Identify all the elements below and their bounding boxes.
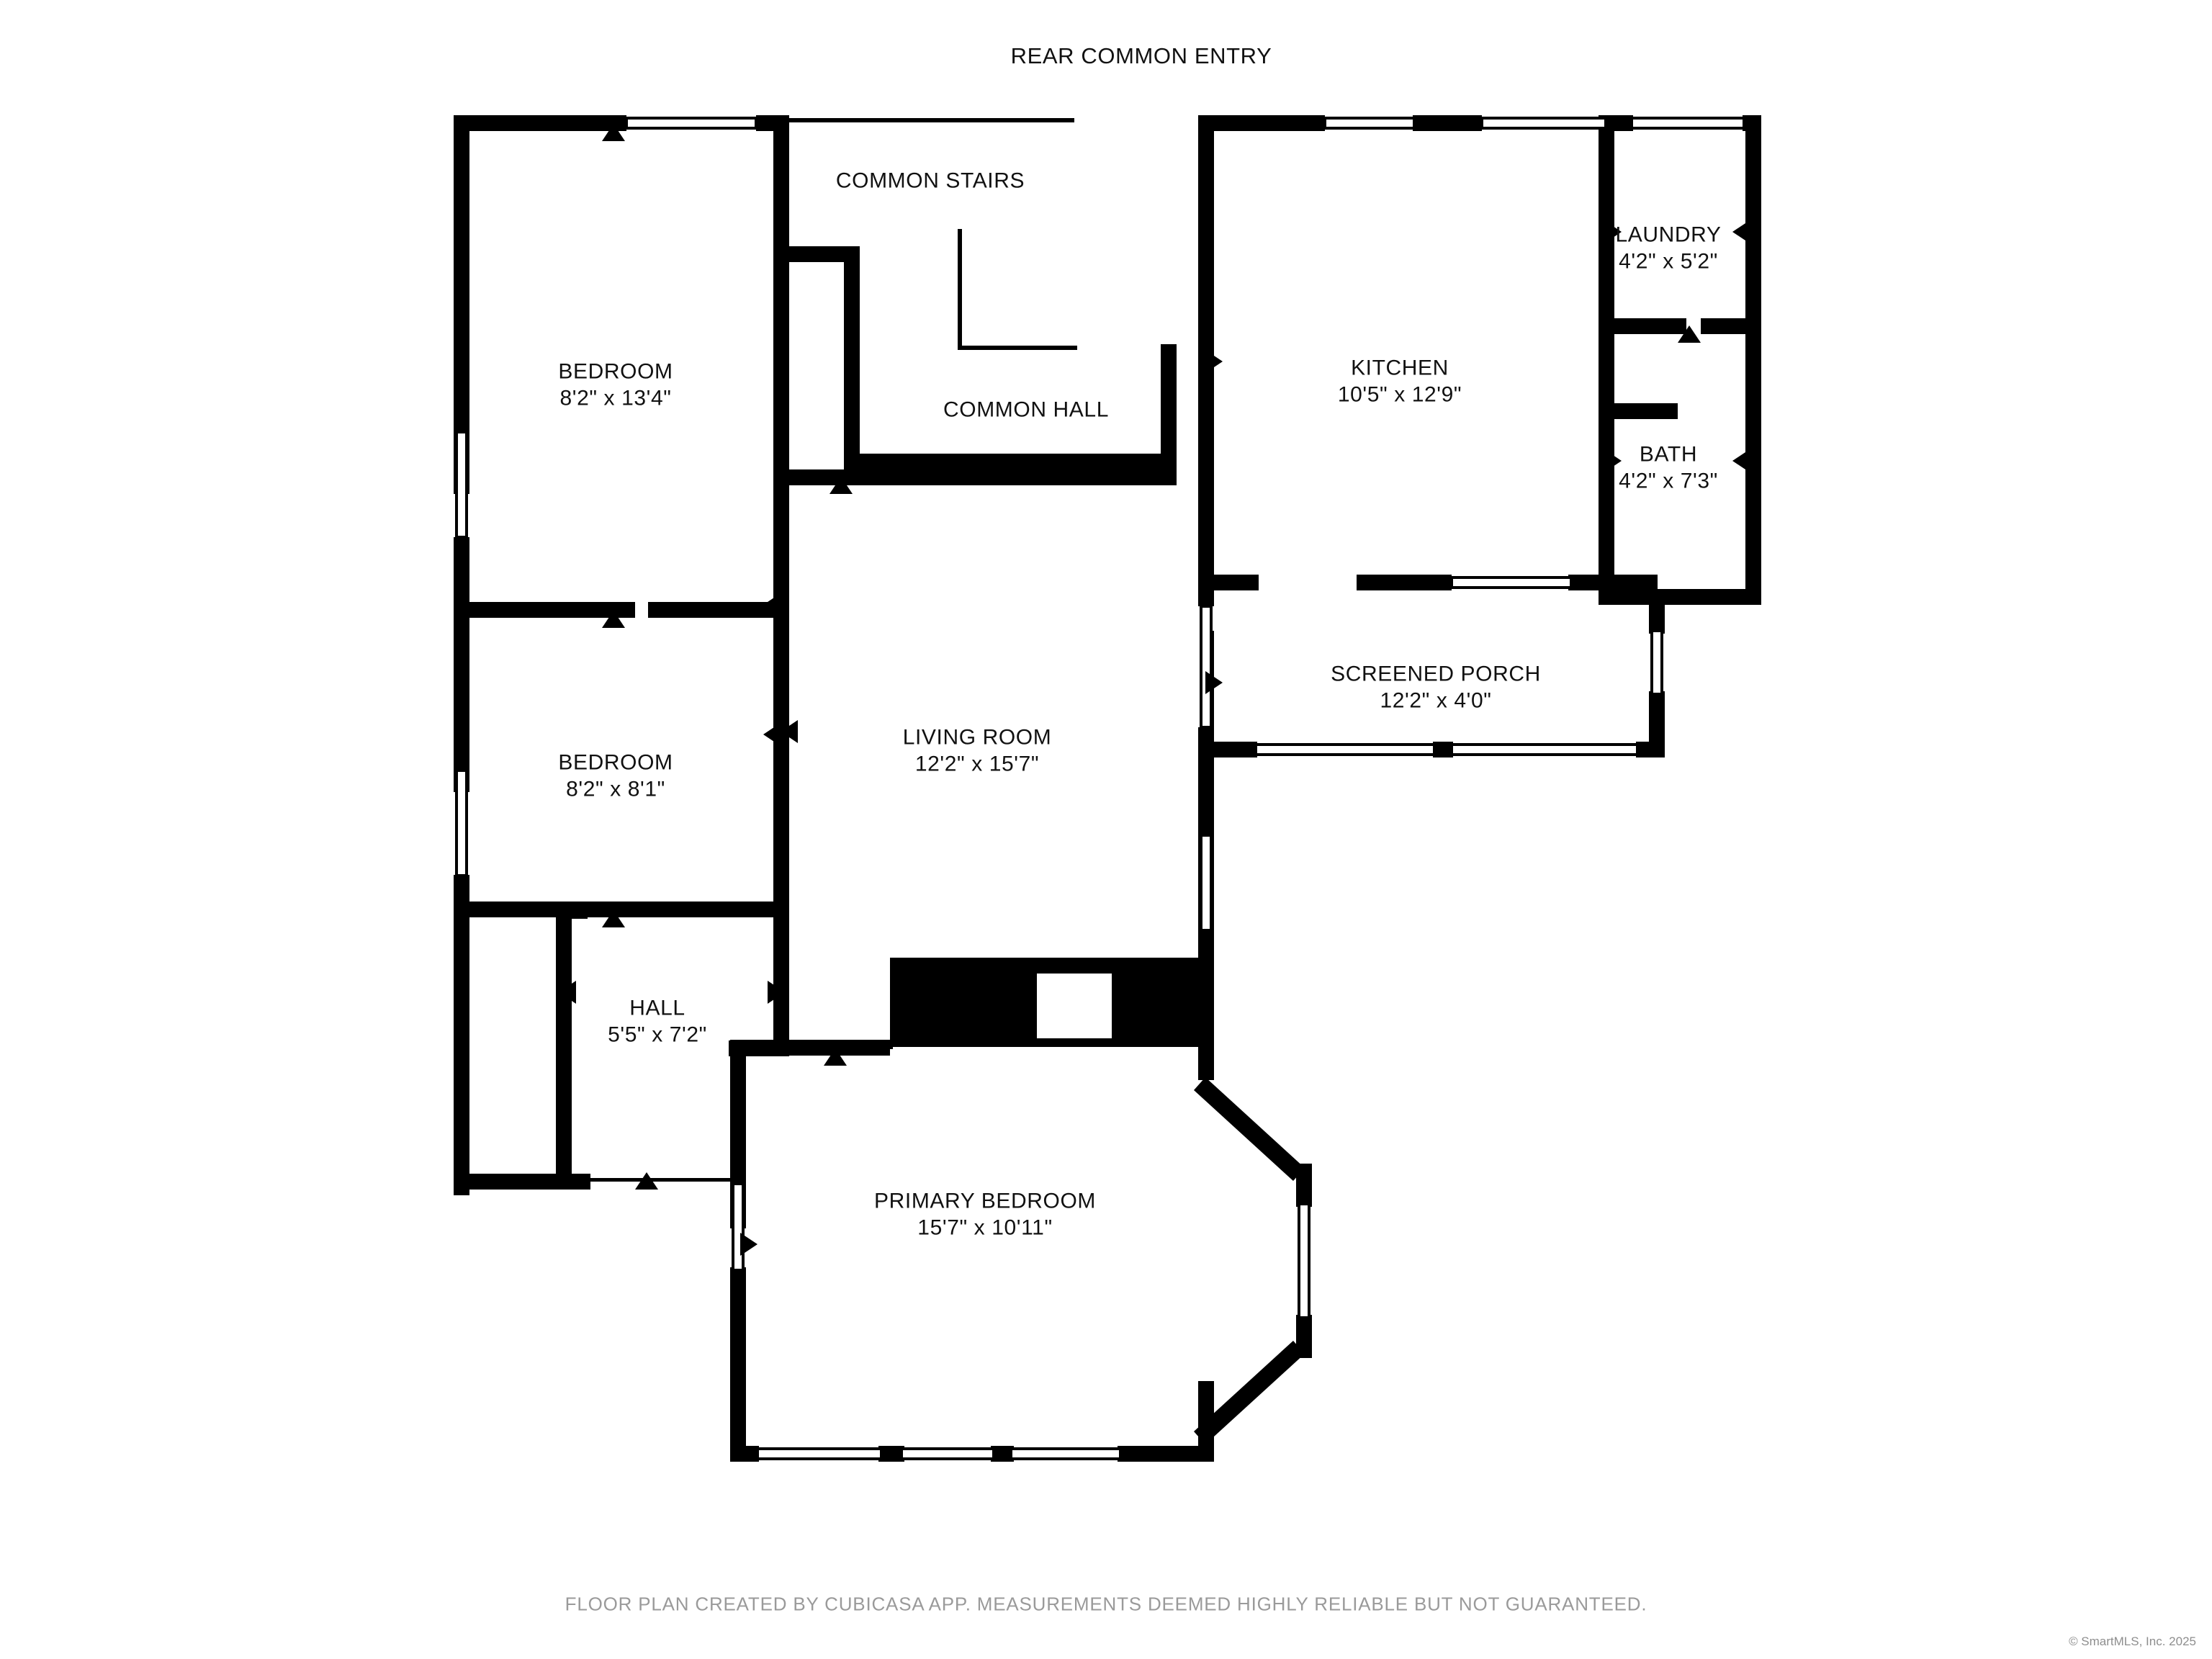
room-dims: 4'2" x 7'3": [1619, 469, 1718, 493]
room-name: LIVING ROOM: [902, 725, 1052, 750]
room-label-kitchen: KITCHEN 10'5" x 12'9": [1338, 355, 1462, 408]
room-dims: 15'7" x 10'11": [917, 1215, 1053, 1239]
room-name: KITCHEN: [1351, 356, 1449, 380]
room-label-hall: HALL 5'5" x 7'2": [608, 995, 707, 1048]
room-name: LAUNDRY: [1615, 222, 1722, 247]
room-name: HALL: [629, 996, 685, 1020]
room-dims: 10'5" x 12'9": [1337, 382, 1462, 406]
room-label-screened-porch: SCREENED PORCH 12'2" x 4'0": [1331, 661, 1541, 714]
room-label-common-hall: COMMON HALL: [943, 397, 1109, 424]
plan-title-text: REAR COMMON ENTRY: [1010, 43, 1272, 69]
room-label-bedroom-lower: BEDROOM 8'2" x 8'1": [558, 750, 673, 802]
room-label-common-stairs: COMMON STAIRS: [836, 168, 1025, 195]
copyright-text: © SmartMLS, Inc. 2025: [2069, 1635, 2196, 1648]
windows-and-openings-group: [455, 117, 1745, 1460]
room-label-bath: BATH 4'2" x 7'3": [1619, 441, 1718, 494]
room-dims: 8'2" x 8'1": [566, 777, 665, 801]
room-name: SCREENED PORCH: [1331, 662, 1541, 686]
room-name: COMMON STAIRS: [835, 168, 1025, 193]
room-label-primary-bedroom: PRIMARY BEDROOM 15'7" x 10'11": [874, 1188, 1096, 1241]
room-name: BATH: [1639, 442, 1698, 467]
room-name: PRIMARY BEDROOM: [874, 1189, 1096, 1213]
room-label-living-room: LIVING ROOM 12'2" x 15'7": [903, 724, 1052, 777]
room-name: COMMON HALL: [943, 397, 1109, 422]
room-label-laundry: LAUNDRY 4'2" x 5'2": [1615, 222, 1721, 274]
room-dims: 8'2" x 13'4": [559, 386, 672, 410]
room-dims: 4'2" x 5'2": [1619, 249, 1718, 273]
door-markers-group: [559, 124, 1750, 1256]
walls-group: [454, 115, 1761, 1462]
plan-title: REAR COMMON ENTRY: [1011, 42, 1272, 70]
room-name: BEDROOM: [558, 359, 673, 384]
room-dims: 12'2" x 4'0": [1380, 688, 1492, 712]
disclaimer-text: FLOOR PLAN CREATED BY CUBICASA APP. MEAS…: [565, 1593, 1647, 1615]
room-name: BEDROOM: [558, 750, 673, 775]
room-dims: 12'2" x 15'7": [914, 752, 1040, 775]
room-label-bedroom-upper: BEDROOM 8'2" x 13'4": [558, 359, 673, 411]
room-dims: 5'5" x 7'2": [608, 1022, 707, 1046]
